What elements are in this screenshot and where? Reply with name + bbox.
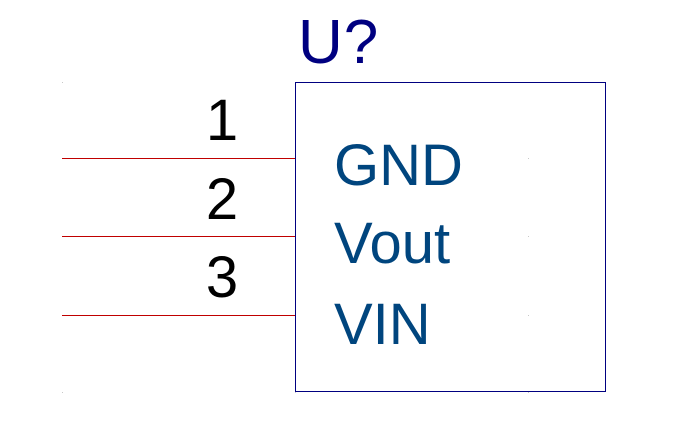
pin-name-gnd: GND bbox=[334, 133, 463, 198]
component-body[interactable] bbox=[295, 82, 606, 392]
grid-dot bbox=[62, 392, 63, 393]
grid-dot bbox=[295, 392, 296, 393]
pin-number-2: 2 bbox=[205, 167, 239, 232]
pin-name-vin: VIN bbox=[334, 292, 431, 357]
grid-dot bbox=[528, 158, 529, 159]
grid-dot bbox=[62, 82, 63, 83]
pin-number-3: 3 bbox=[205, 245, 239, 310]
pin-line-1[interactable] bbox=[62, 158, 295, 159]
pin-line-3[interactable] bbox=[62, 315, 295, 316]
grid-dot bbox=[528, 315, 529, 316]
pin-name-vout: Vout bbox=[334, 211, 451, 276]
pin-number-1: 1 bbox=[205, 88, 239, 153]
reference-designator[interactable]: U? bbox=[298, 8, 380, 77]
grid-dot bbox=[528, 392, 529, 393]
pin-line-2[interactable] bbox=[62, 236, 295, 237]
grid-dot bbox=[528, 236, 529, 237]
